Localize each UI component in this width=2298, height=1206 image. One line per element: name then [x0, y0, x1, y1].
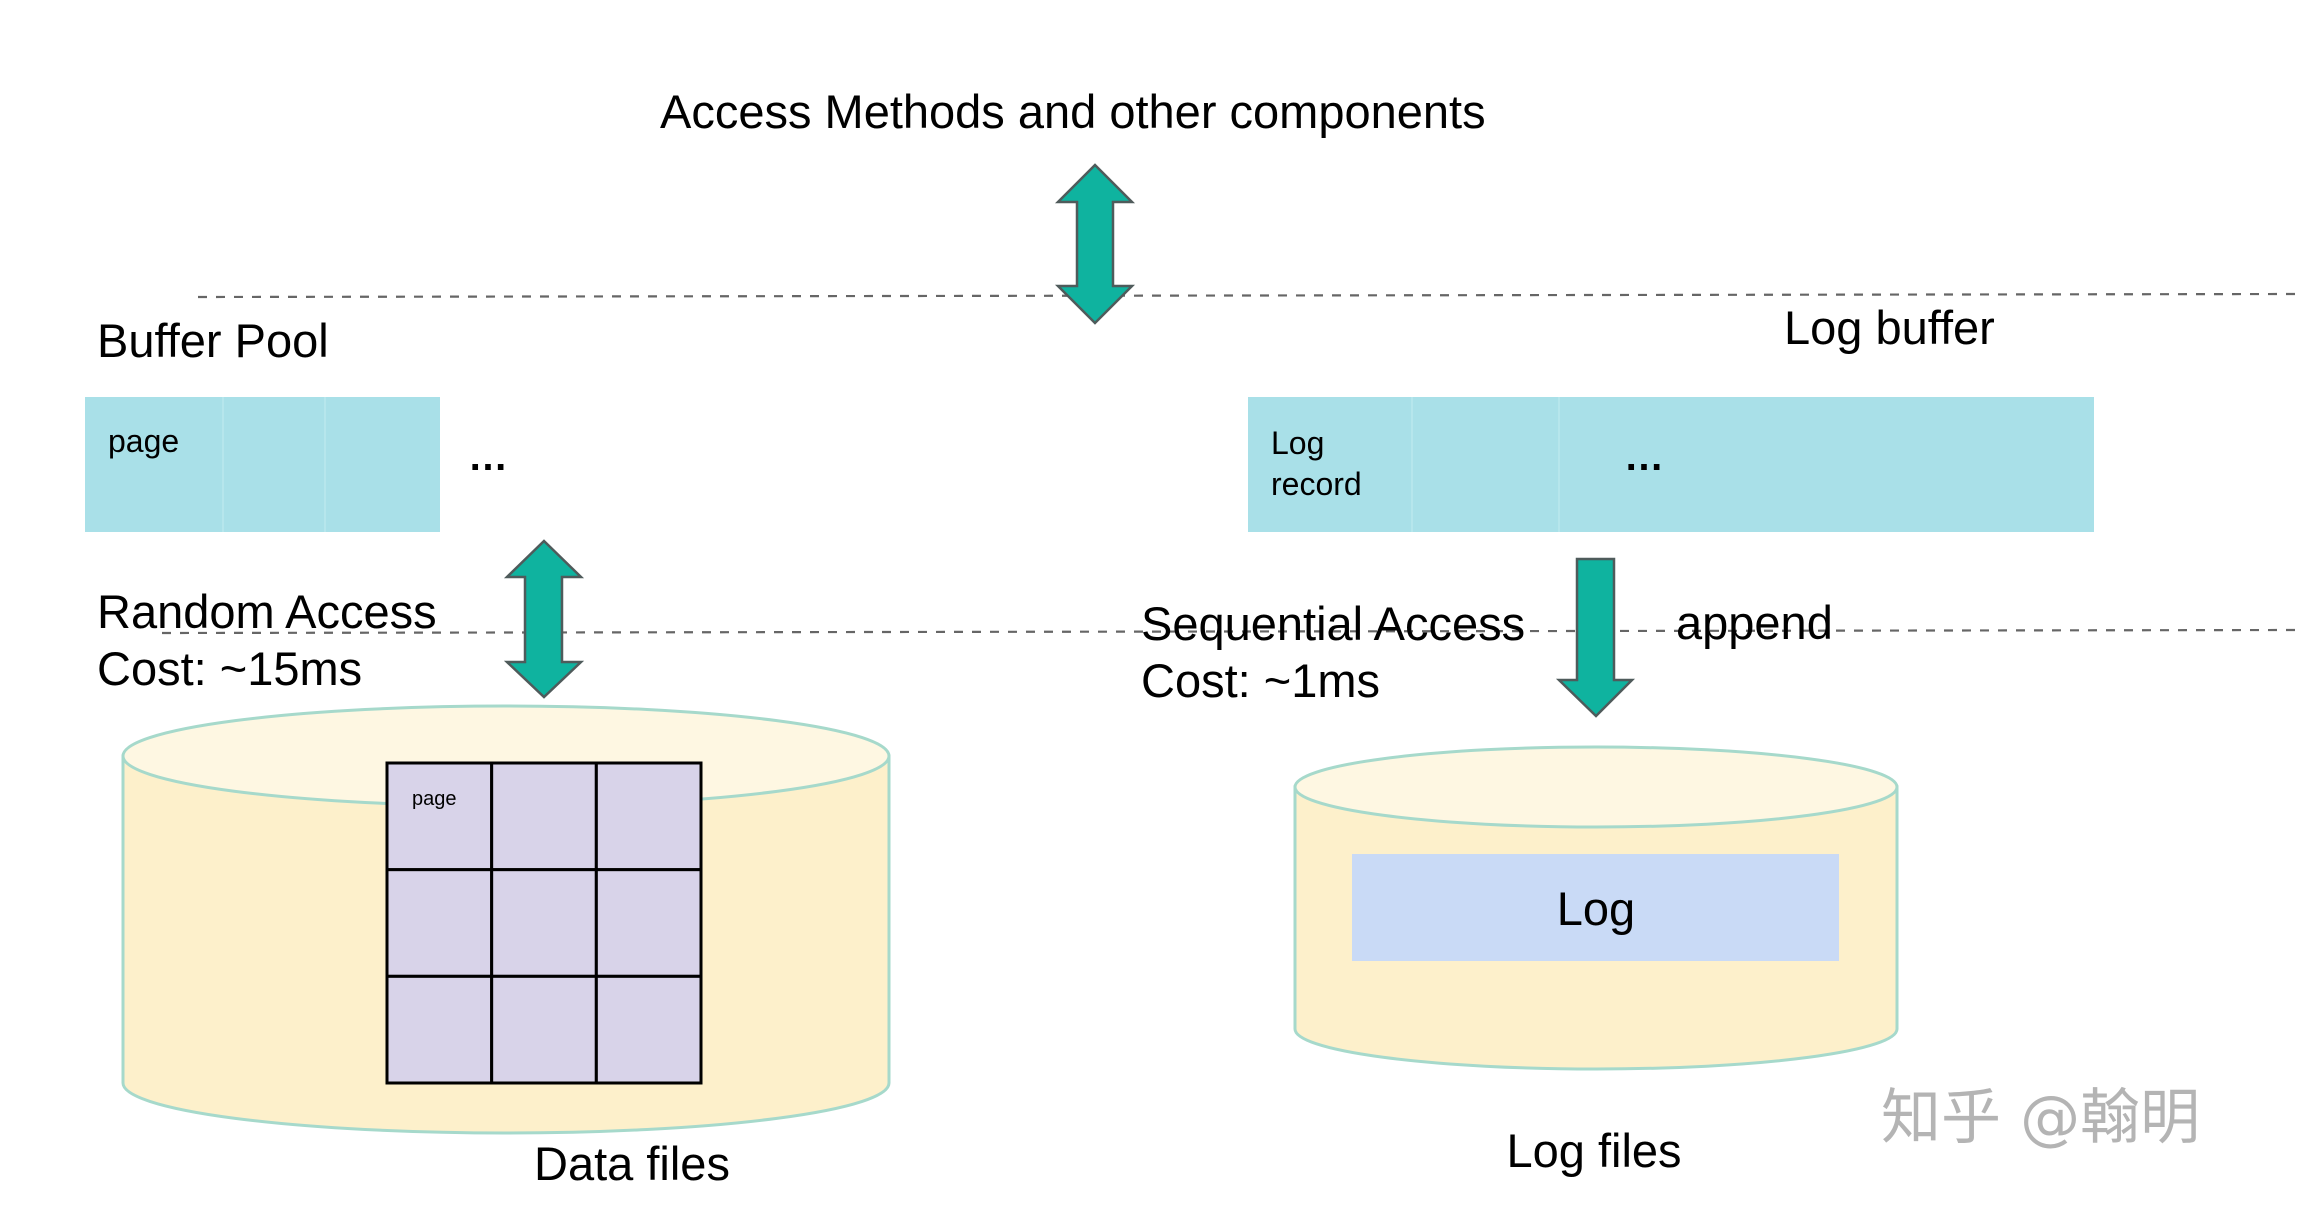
- page-cell-label: page: [412, 788, 457, 810]
- buffer-pool-block: [85, 397, 440, 532]
- page-cell: [490, 974, 598, 1085]
- page-cell: [385, 761, 494, 872]
- log-buffer-ellipsis: …: [1624, 435, 1664, 479]
- page-cell: [594, 761, 703, 872]
- page-cell: [385, 868, 494, 978]
- log-buffer: Log record …: [1248, 397, 2094, 532]
- data-page-grid: page: [385, 761, 703, 1085]
- page-cell: [385, 974, 494, 1085]
- disk-boundary-line: [161, 628, 2298, 635]
- buffer-pool-label: Buffer Pool: [97, 314, 329, 367]
- random-access-cost: Cost: ~15ms: [97, 642, 362, 695]
- buffer-pool: page: [85, 397, 440, 532]
- access-methods-title: Access Methods and other components: [660, 85, 1486, 138]
- log-cylinder-top: [1293, 745, 1899, 829]
- page-cell: [594, 974, 703, 1085]
- log-files-label: Log files: [1506, 1124, 1681, 1177]
- memory-boundary-line: [197, 292, 2298, 299]
- page-cell: [490, 868, 598, 978]
- log-record-label-line1: Log: [1271, 425, 1324, 461]
- down-arrow-icon: [1555, 557, 1636, 718]
- log-block: [1352, 854, 1839, 961]
- sequential-access-cost: Cost: ~1ms: [1141, 654, 1380, 707]
- log-buffer-label: Log buffer: [1784, 301, 1995, 354]
- page-cell: [594, 868, 703, 978]
- random-access-label: Random Access: [97, 585, 437, 638]
- page-cell: [490, 761, 598, 872]
- append-label: append: [1676, 596, 1833, 649]
- data-files-label: Data files: [534, 1137, 730, 1190]
- log-record-label-line2: record: [1271, 466, 1362, 502]
- double-arrow-icon: [503, 539, 585, 699]
- double-arrow-icon: [1054, 163, 1136, 325]
- log-block-label: Log: [1557, 882, 1635, 935]
- sequential-access-label: Sequential Access: [1141, 597, 1525, 650]
- buffer-pool-ellipsis: …: [468, 435, 508, 479]
- buffer-page-label: page: [108, 423, 179, 459]
- log-buffer-block: [1248, 397, 2094, 532]
- watermark: 知乎 @翰明: [1881, 1083, 2200, 1153]
